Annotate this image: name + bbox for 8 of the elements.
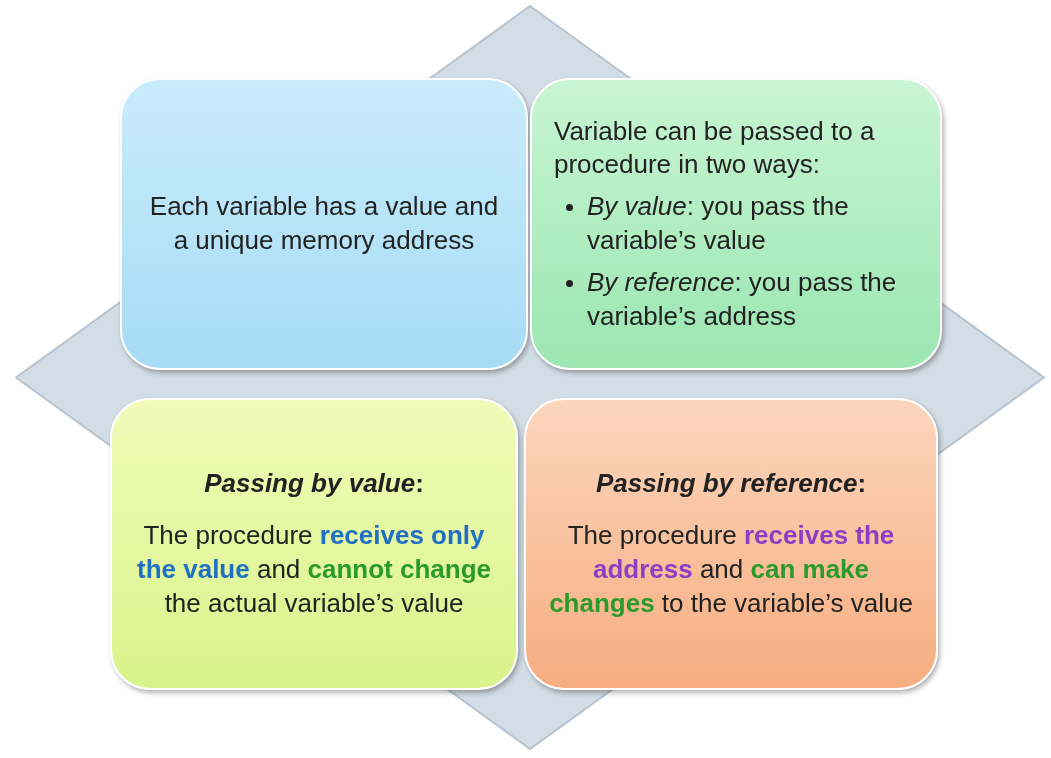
bullet-item: By value: you pass the variable’s value — [587, 190, 850, 257]
card-text: The procedure receives only the value and cannot change the actual variable’s value — [136, 519, 492, 620]
card-text: The procedure receives the address and can make changes to the variable’s value — [548, 519, 914, 620]
card-text: Each variable has a value and a unique memory address — [148, 190, 500, 257]
card-heading: Passing by value: — [204, 467, 424, 501]
bullet-item: By reference: you pass the variable’s address — [587, 265, 898, 333]
card-heading: Passing by reference: — [595, 467, 867, 501]
card-text: Variable can be passed to a procedure in two ways: — [554, 114, 876, 182]
